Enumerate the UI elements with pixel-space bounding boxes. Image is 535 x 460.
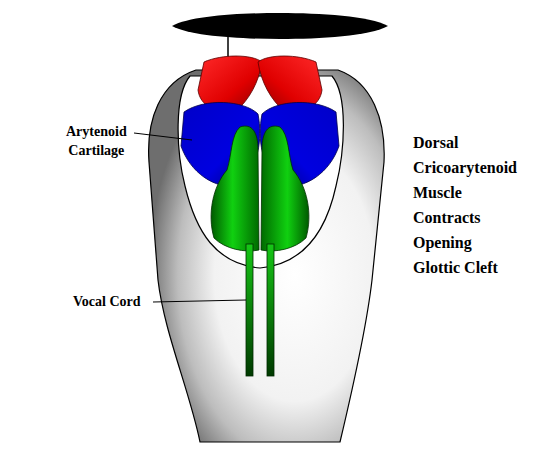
vocal-cord bbox=[246, 244, 253, 376]
note-text: Dorsal Cricoarytenoid Muscle Contracts O… bbox=[413, 130, 517, 280]
part-label: Arytenoid Cartilage bbox=[66, 122, 127, 160]
laryngeal-wall bbox=[149, 70, 385, 442]
leader-line bbox=[153, 300, 246, 302]
left-cartilages bbox=[181, 56, 262, 376]
leader-line bbox=[134, 133, 192, 140]
part-label: Vocal Cord bbox=[73, 293, 141, 311]
glottic-cavity bbox=[178, 76, 343, 268]
vocal-cord bbox=[267, 244, 274, 376]
right-cartilages bbox=[258, 56, 339, 376]
epiglottis-bar bbox=[172, 13, 388, 39]
vocal-process bbox=[211, 126, 259, 251]
vocal-process bbox=[261, 126, 309, 251]
